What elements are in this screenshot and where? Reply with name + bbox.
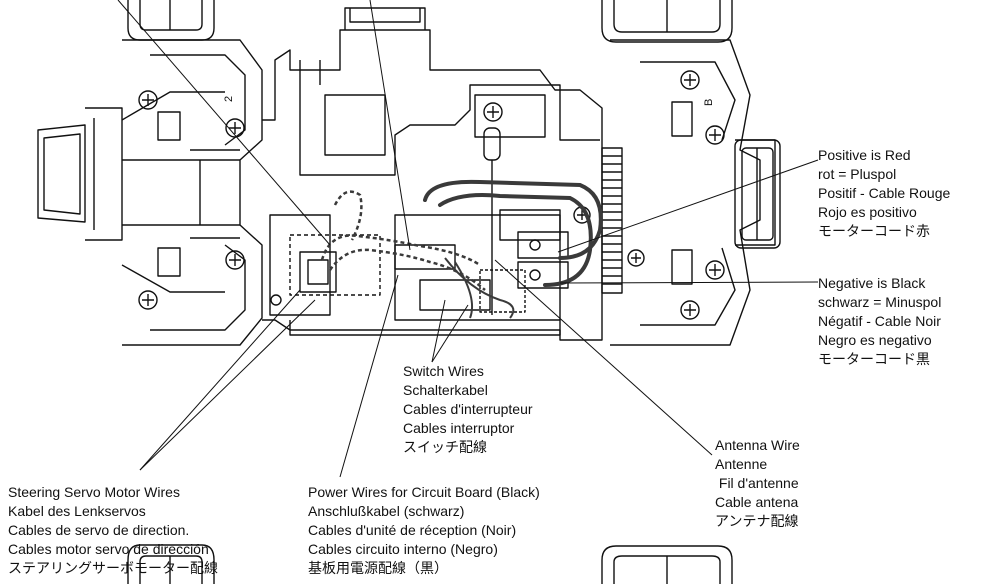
rear-right-tire: [601, 545, 733, 584]
label-line: Cables motor servo de dirección: [8, 541, 209, 557]
label-line: アンテナ配線: [715, 513, 799, 529]
positive-wire-label: Positive is Red rot = Pluspol Positif - …: [818, 146, 950, 241]
label-line: Cables d'interrupteur: [403, 401, 533, 417]
label-line: Positif - Cable Rouge: [818, 185, 951, 201]
servo-wires: [320, 190, 486, 291]
front-left-tire: [127, 0, 215, 41]
label-line: schwarz = Minuspol: [818, 294, 942, 310]
label-line: Antenne: [715, 456, 768, 472]
callout-lines: [117, 0, 819, 478]
label-line: モーターコード赤: [818, 223, 930, 239]
label-line: Cables de servo de direction.: [8, 522, 190, 538]
steering-servo-wires-label: Steering Servo Motor Wires Kabel des Len…: [8, 483, 218, 578]
rear-motor-housing: [734, 139, 781, 249]
spur-gear: [601, 147, 623, 294]
arm-marking-b: B: [703, 99, 715, 106]
chassis-screws: [138, 70, 725, 320]
label-line: 基板用電源配線（黒）: [308, 560, 448, 576]
switch-wires-label: Switch Wires Schalterkabel Cables d'inte…: [403, 362, 533, 457]
power-wires-label: Power Wires for Circuit Board (Black) An…: [308, 483, 540, 578]
label-line: Power Wires for Circuit Board (Black): [308, 484, 540, 500]
label-line: Schalterkabel: [403, 382, 488, 398]
label-line: ステアリングサーボモーター配線: [8, 560, 218, 576]
label-line: Cable antena: [715, 494, 799, 510]
arm-marking-2: 2: [223, 96, 235, 102]
label-line: スイッチ配線: [403, 439, 487, 455]
negative-wire-label: Negative is Black schwarz = Minuspol Nég…: [818, 274, 941, 369]
front-right-tire: [127, 544, 215, 584]
front-suspension: [121, 39, 263, 346]
label-line: Négatif - Cable Noir: [818, 313, 941, 329]
label-line: Cables interruptor: [403, 420, 515, 436]
label-line: Fil d'antenne: [715, 475, 799, 491]
label-line: Negro es negativo: [818, 332, 932, 348]
main-chassis: [262, 7, 603, 341]
antenna-post: [483, 127, 501, 315]
label-line: rot = Pluspol: [818, 166, 897, 182]
label-line: Anschlußkabel (schwarz): [308, 503, 465, 519]
rear-suspension: [610, 39, 776, 346]
label-line: Switch Wires: [403, 363, 484, 379]
motor-terminals: [517, 231, 569, 289]
label-line: モーターコード黒: [818, 351, 930, 367]
switch-wires-drawn: [444, 257, 515, 319]
rear-left-tire: [601, 0, 733, 43]
label-line: Cables d'unité de réception (Noir): [308, 522, 517, 538]
front-bumper: [37, 107, 123, 241]
label-line: Kabel des Lenkservos: [8, 503, 146, 519]
label-line: Rojo es positivo: [818, 204, 917, 220]
label-line: Antenna Wire: [715, 437, 800, 453]
antenna-wire-label: Antenna Wire Antenne Fil d'antenne Cable…: [715, 436, 800, 531]
label-line: Positive is Red: [818, 147, 911, 163]
label-line: Negative is Black: [818, 275, 926, 291]
label-line: Cables circuito interno (Negro): [308, 541, 498, 557]
label-line: Steering Servo Motor Wires: [8, 484, 180, 500]
motor-wires: [423, 179, 603, 287]
